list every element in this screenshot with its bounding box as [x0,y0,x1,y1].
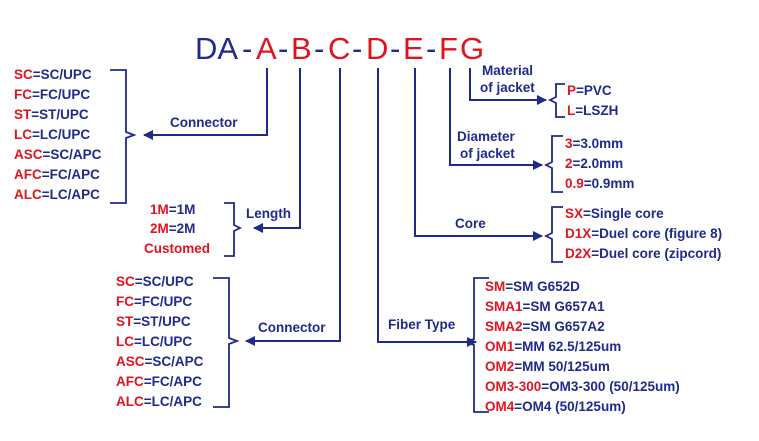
list-item: D1X=Duel core (figure 8) [565,226,723,241]
arrow-e-core [414,68,543,241]
arrow-b-length [253,68,301,233]
list-item: OM1=MM 62.5/125um [485,339,622,354]
list-item: LC=LC/UPC [14,127,91,142]
brace-connector-c [213,277,240,408]
list-item: LC=LC/UPC [116,334,193,349]
title-letter-d: D [366,31,389,66]
list-item: OM4=OM4 (50/125um) [485,399,626,414]
diameter-label-line1: Diameter [457,129,515,144]
title-letter-b: B [291,31,312,66]
arrow-c-connector [245,68,341,346]
list-item: 2=2.0mm [565,156,624,171]
list-item: ASC=SC/APC [14,147,102,162]
title-letter-c: C [328,31,351,66]
list-item: 0.9=0.9mm [565,176,635,191]
list-item: Customed [144,241,211,256]
connector-a-label: Connector [170,115,238,130]
list-item: 2M=2M [150,221,196,236]
list-item: ST=ST/UPC [14,107,89,122]
list-item: SX=Single core [565,206,664,221]
list-item: ASC=SC/APC [116,354,204,369]
list-item: L=LSZH [567,103,619,118]
title-letter-e: E [403,31,424,66]
title-letter-a: A [256,31,277,66]
diameter-label-line2: of jacket [460,146,515,161]
list-item: ALC=LC/APC [14,187,100,202]
title-sep: - [426,31,437,66]
title-sep: - [242,31,253,66]
material-label-line2: of jacket [480,80,535,95]
title-sep: - [278,31,289,66]
title-letter-g: G [460,31,485,66]
arrow-a-connector [143,68,268,140]
list-item: OM3-300=OM3-300 (50/125um) [485,379,680,394]
list-item: SC=SC/UPC [116,274,194,289]
list-item: AFC=FC/APC [116,374,202,389]
title-sep: - [390,31,401,66]
list-item: SMA1=SM G657A1 [485,299,605,314]
list-item: SC=SC/UPC [14,67,92,82]
list-item: OM2=MM 50/125um [485,359,610,374]
brace-connector-a [110,69,137,204]
brace-length [224,202,243,257]
length-label: Length [246,206,291,221]
brace-core [543,206,563,263]
title-sep: - [314,31,325,66]
arrow-g-material [469,68,547,105]
list-item: AFC=FC/APC [14,167,100,182]
list-item: ST=ST/UPC [116,314,191,329]
list-item: FC=FC/UPC [14,87,91,102]
title-sep: - [352,31,363,66]
list-item: SM=SM G652D [485,279,580,294]
connector-c-label: Connector [258,320,326,335]
brace-fiber [463,277,489,413]
title-prefix: DA [195,31,239,66]
title-letter-f: F [439,31,458,66]
arrow-f-diameter [449,68,543,170]
arrow-d-fiber [377,68,477,347]
list-item: FC=FC/UPC [116,294,193,309]
brace-diameter [543,135,563,193]
list-item: D2X=Duel core (zipcord) [565,246,722,261]
list-item: ALC=LC/APC [116,394,202,409]
list-item: 1M=1M [150,202,196,217]
fiber-type-label: Fiber Type [388,317,456,332]
brace-material [547,83,565,118]
list-item: 3=3.0mm [565,136,624,151]
list-item: P=PVC [567,83,612,98]
core-label: Core [455,216,486,231]
material-label-line1: Material [482,63,534,78]
list-item: SMA2=SM G657A2 [485,319,605,334]
